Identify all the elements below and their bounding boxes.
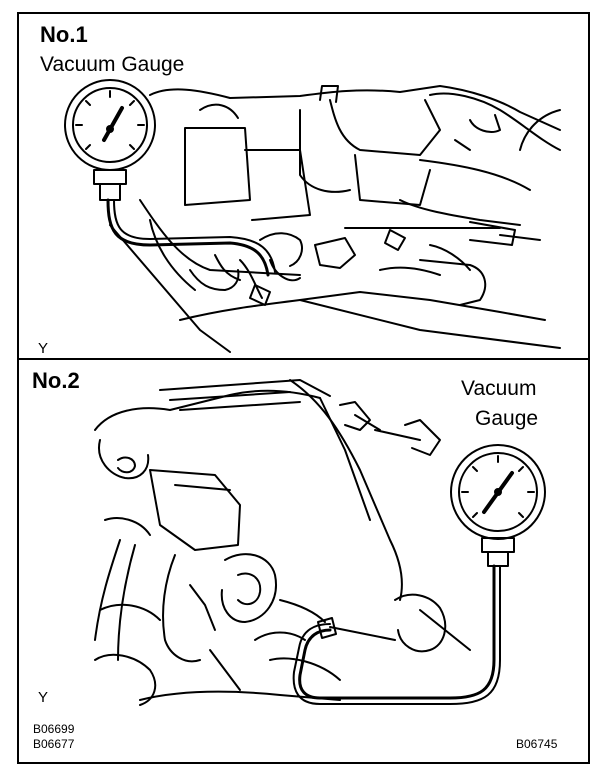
panel2-engine-drawing (94, 379, 471, 706)
panel1-y-mark: Y (38, 340, 49, 357)
figure-code-left-1: B06699 (33, 722, 75, 736)
panel-divider (17, 358, 590, 360)
figure-code-right: B06745 (516, 737, 558, 751)
vacuum-gauge-2-icon (292, 444, 546, 705)
panel2-y-mark: Y (38, 689, 49, 706)
panel2-gauge-label-line1: Vacuum (461, 377, 537, 400)
panel1-title: No.1 (40, 22, 88, 47)
panel2-title: No.2 (32, 368, 80, 393)
figure-code-left-2: B06677 (33, 737, 75, 751)
panel1-gauge-label: Vacuum Gauge (40, 53, 185, 76)
panel1-engine-drawing (109, 85, 561, 353)
vacuum-gauge-1-icon (64, 79, 276, 277)
illustration-frame (17, 12, 590, 764)
panel2-gauge-label-line2: Gauge (475, 407, 539, 430)
